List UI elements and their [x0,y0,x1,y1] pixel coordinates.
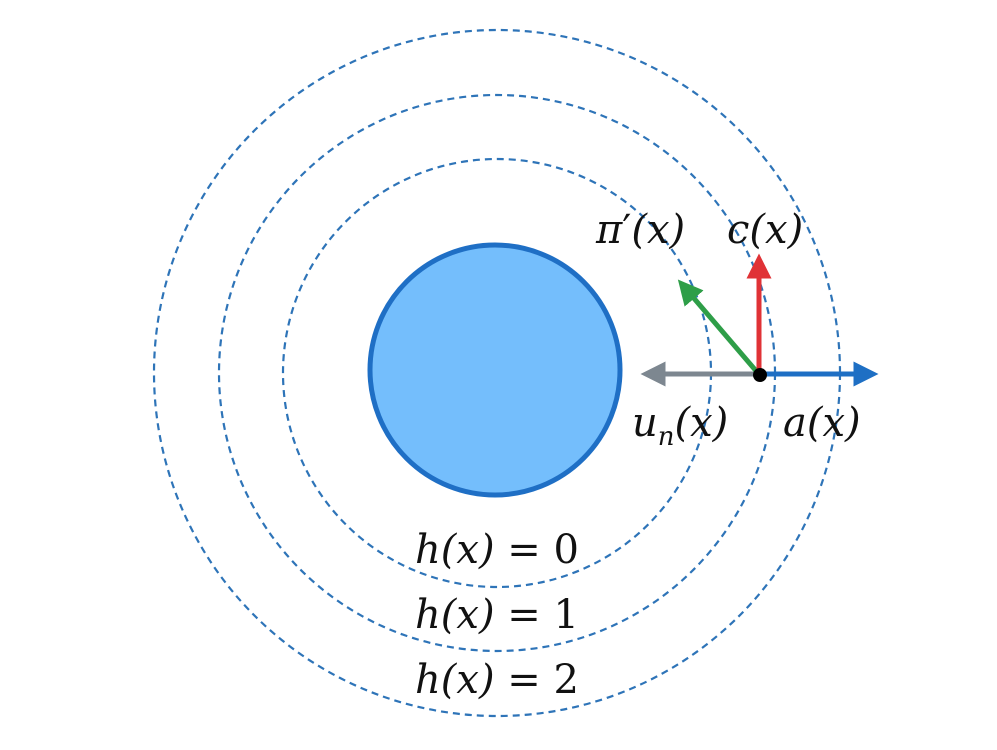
label-un: un(x) [632,400,728,452]
level-set-value-2: 2 [554,657,579,703]
label-c: c(x) [727,207,803,253]
label-un-arg: (x) [675,400,729,446]
label-a: a(x) [783,400,861,446]
level-set-label-0: h(x) = 0 [415,527,579,573]
level-set-lhs-2: h(x) [415,657,495,703]
level-set-eq-1: = [507,592,541,638]
label-a-name: a [783,400,807,446]
label-pi-prime: π′(x) [595,207,685,253]
obstacle-disk [367,242,623,498]
label-pi-arg: (x) [631,207,685,253]
state-point [753,368,767,382]
arrow-pi [677,279,759,374]
level-set-label-1: h(x) = 1 [415,592,579,638]
label-pi-name: π [595,207,623,253]
label-c-arg: (x) [749,207,803,253]
level-set-value-0: 0 [554,527,579,573]
label-a-arg: (x) [807,400,861,446]
label-un-sub: n [658,422,675,452]
level-set-lhs-0: h(x) [415,527,495,573]
level-set-label-2: h(x) = 2 [415,657,579,703]
label-un-name: u [632,400,658,446]
level-set-value-1: 1 [554,592,579,638]
level-set-lhs-1: h(x) [415,592,495,638]
label-pi-prime-mark: ′ [622,207,631,253]
label-c-name: c [727,207,749,253]
level-set-eq-0: = [507,527,541,573]
level-set-eq-2: = [507,657,541,703]
